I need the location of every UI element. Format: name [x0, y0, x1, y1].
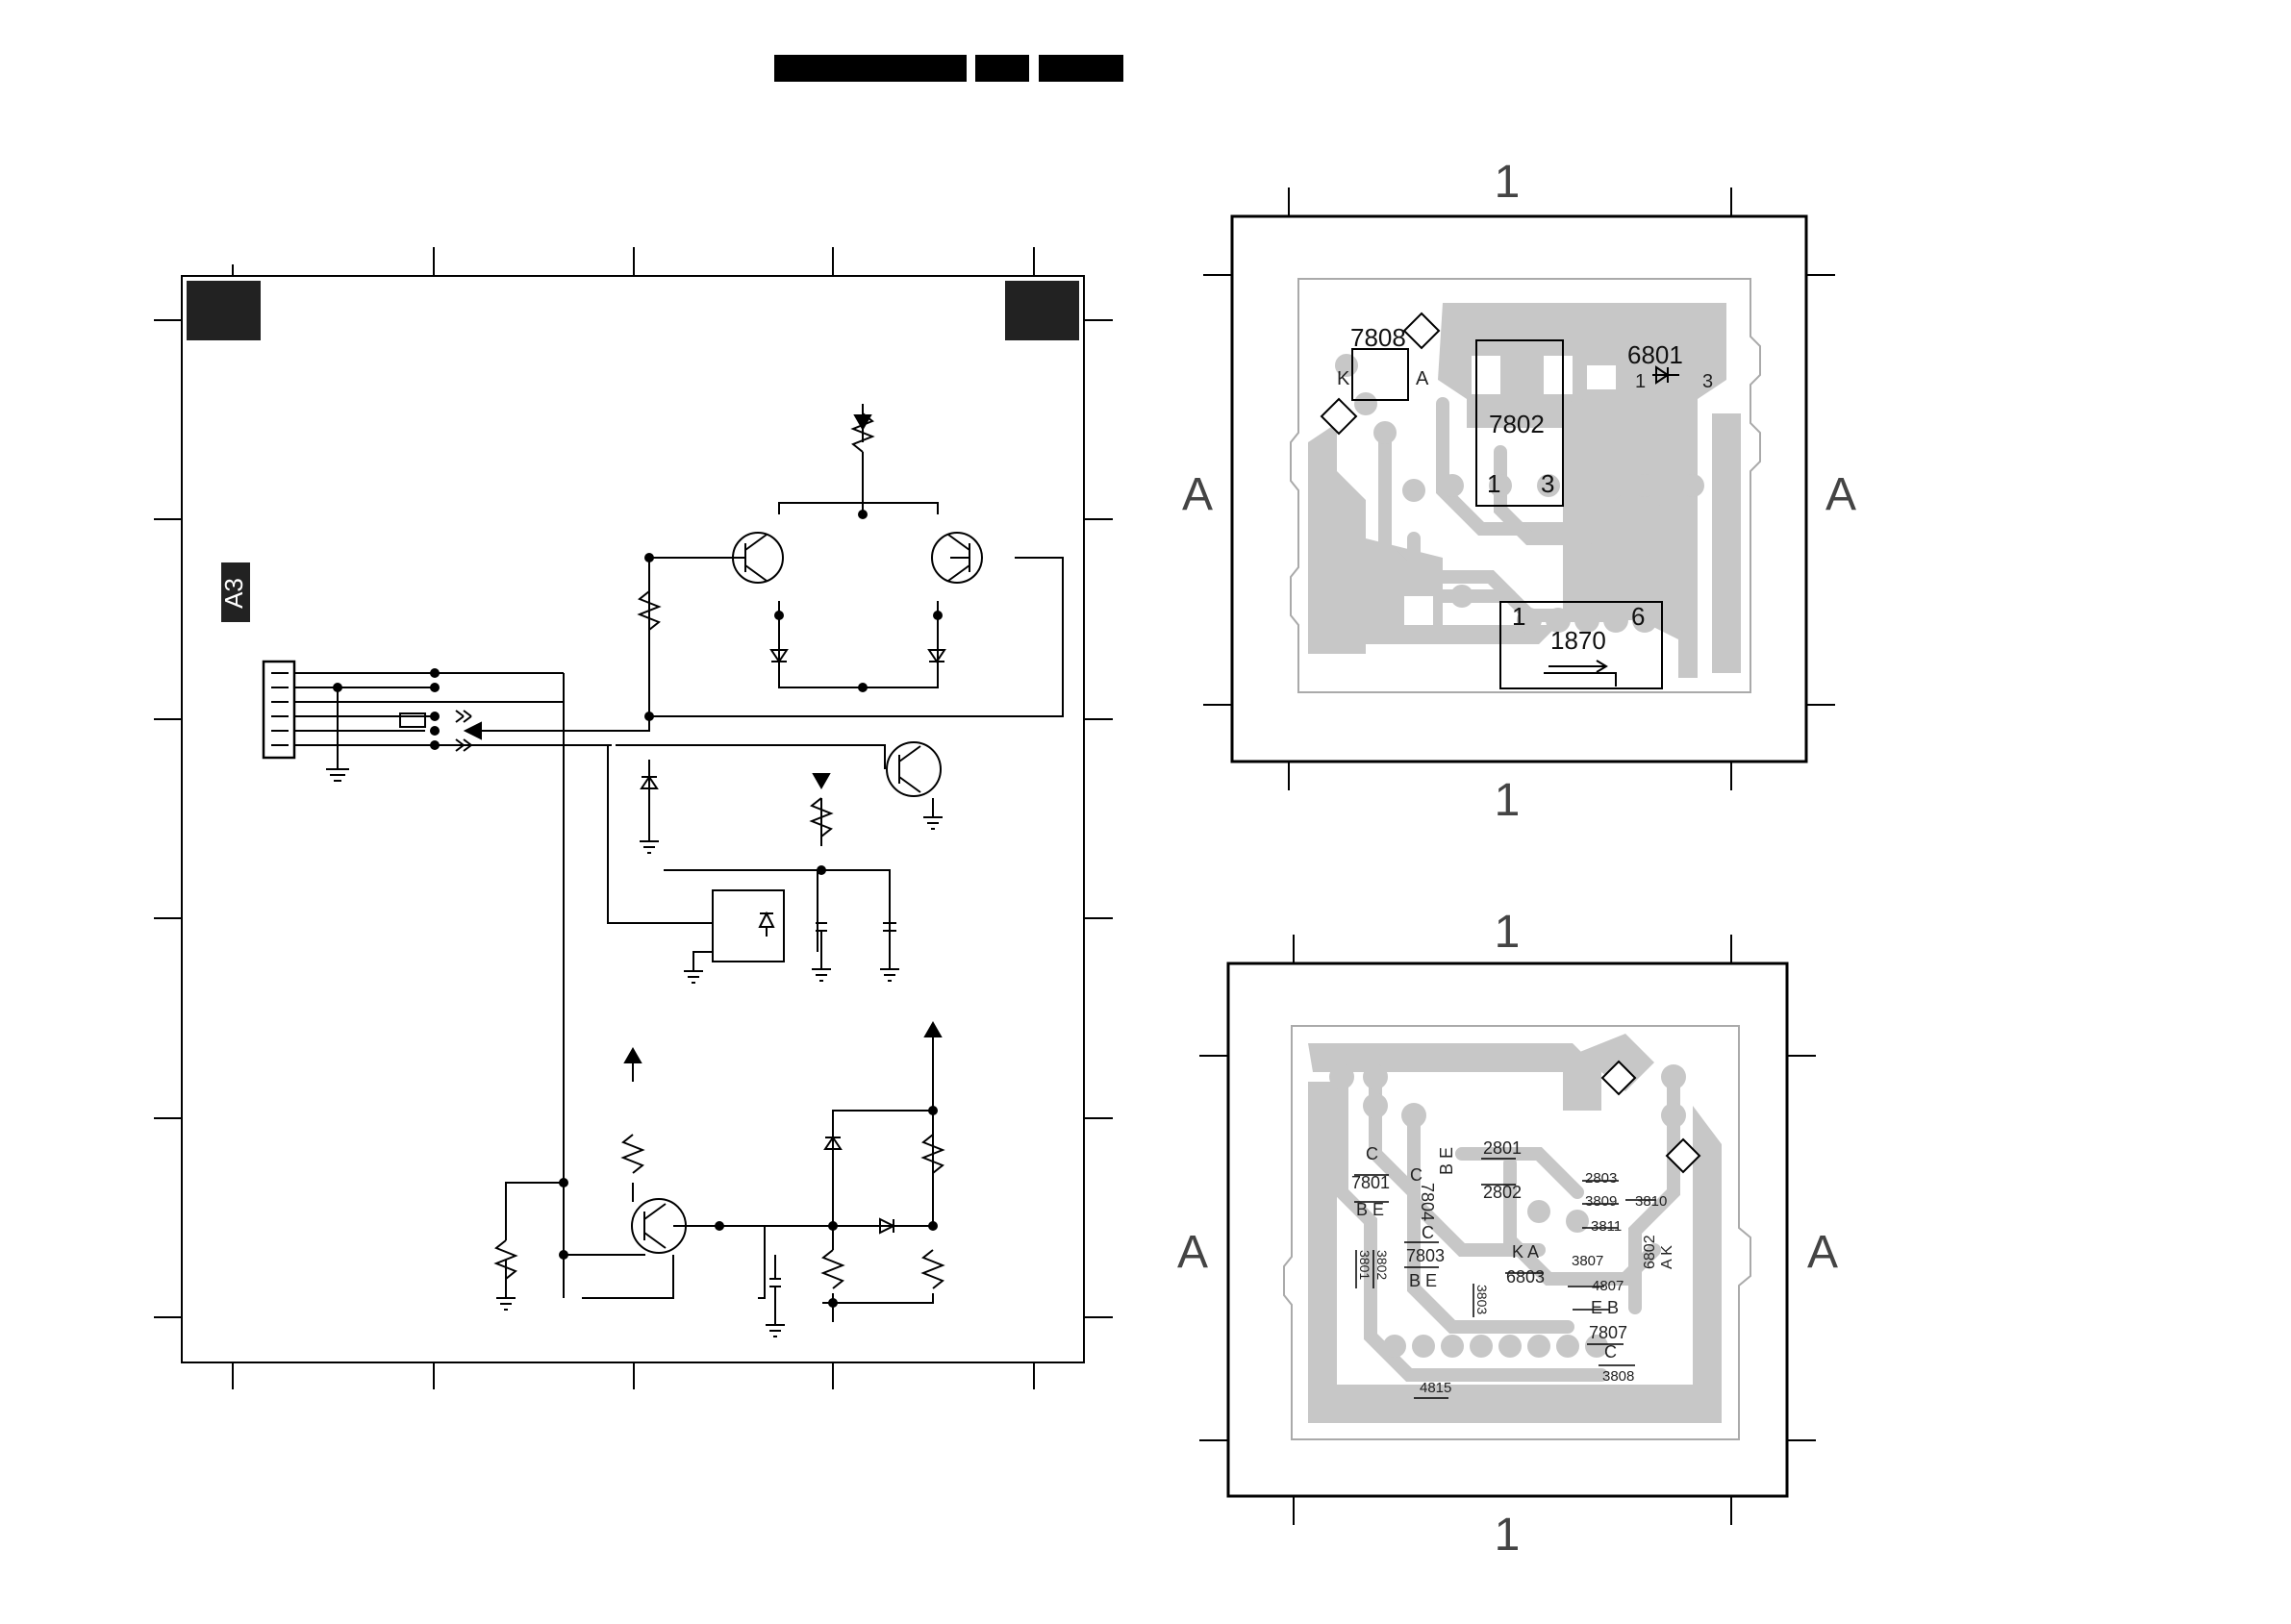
pcb-top-layout [1203, 187, 1835, 790]
ref-2801: 2801 [1483, 1138, 1522, 1158]
pin-7801-c: C [1366, 1144, 1378, 1163]
ref-1870: 1870 [1550, 626, 1606, 655]
ref-4807: 4807 [1592, 1278, 1624, 1294]
ref-7803: 7803 [1406, 1246, 1445, 1265]
ref-3801: 3801 [1357, 1250, 1372, 1280]
bottom-board-bottom-label-1: 1 [1495, 1510, 1521, 1561]
top-edge-label-1: 1 [1495, 157, 1521, 208]
pcb-bottom-layout [1199, 935, 1816, 1525]
ref-6803: 6803 [1506, 1267, 1545, 1287]
pins-6803-ka: K A [1512, 1242, 1539, 1262]
ref-6802: 6802 [1642, 1235, 1658, 1269]
pin-7808-k: K [1337, 368, 1350, 389]
pin-7808-a: A [1416, 368, 1429, 389]
pin-7802-3: 3 [1541, 469, 1554, 498]
pin-6801-1: 1 [1635, 371, 1646, 392]
bottom-board-right-label-a: A [1807, 1227, 1838, 1278]
ref-7807: 7807 [1589, 1323, 1627, 1342]
ref-7802: 7802 [1489, 410, 1545, 438]
pin-6801-3: 3 [1702, 371, 1713, 392]
pins-7801-be: B E [1356, 1200, 1384, 1219]
ref-4815: 4815 [1420, 1380, 1451, 1396]
pin-7804-c: C [1410, 1165, 1422, 1185]
ref-3807: 3807 [1572, 1253, 1603, 1269]
pins-7804-be: B E [1437, 1147, 1456, 1175]
ref-3803: 3803 [1474, 1285, 1490, 1314]
pin-1870-6: 6 [1631, 602, 1645, 631]
ref-7801: 7801 [1351, 1173, 1390, 1192]
pin-1870-1: 1 [1512, 602, 1525, 631]
sheet-block-label: A3 [219, 562, 250, 622]
ref-7808: 7808 [1350, 323, 1406, 352]
sheet-block-label-text: A3 [219, 578, 248, 609]
ref-2803: 2803 [1585, 1170, 1617, 1187]
pins-6802-ak: A K [1659, 1245, 1675, 1269]
ref-3808: 3808 [1602, 1368, 1634, 1385]
pin-7802-1: 1 [1487, 469, 1500, 498]
header-title-bars [774, 55, 1123, 82]
ref-7804: 7804 [1418, 1183, 1437, 1221]
pins-7803-be: B E [1409, 1271, 1437, 1290]
ref-3811: 3811 [1591, 1218, 1622, 1235]
right-edge-label-a: A [1825, 469, 1856, 520]
bottom-board-left-label-a: A [1177, 1227, 1208, 1278]
ref-6801: 6801 [1627, 340, 1683, 369]
ref-3810: 3810 [1635, 1193, 1667, 1210]
bottom-edge-label-1: 1 [1495, 775, 1521, 826]
ref-3802: 3802 [1374, 1250, 1390, 1280]
pin-7803-c: C [1422, 1223, 1434, 1242]
pins-7807-eb: E B [1591, 1298, 1619, 1317]
pin-7807-c: C [1604, 1342, 1617, 1362]
left-edge-label-a: A [1182, 469, 1213, 520]
ref-2802: 2802 [1483, 1183, 1522, 1202]
circuit-diagram [154, 247, 1113, 1389]
bottom-board-top-label-1: 1 [1495, 907, 1521, 958]
ref-3809: 3809 [1585, 1193, 1617, 1210]
